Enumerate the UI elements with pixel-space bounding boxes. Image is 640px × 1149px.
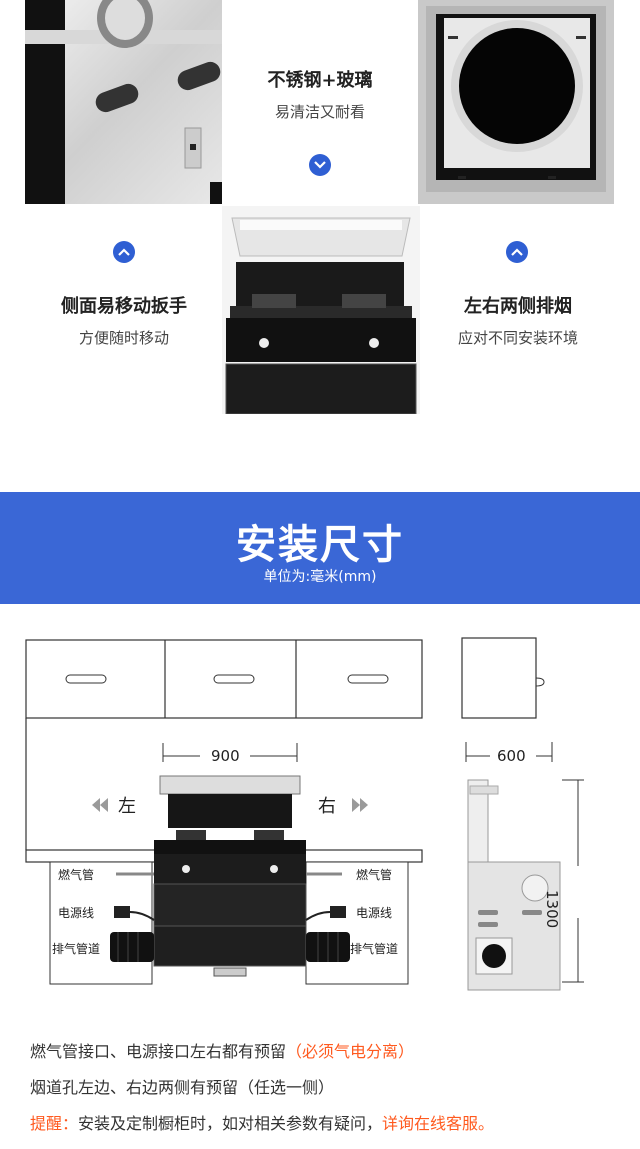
left-gas-pipe-label: 燃气管 (58, 868, 95, 882)
feature-top-subtitle: 易清洁又耐看 (274, 103, 365, 121)
note-line-3-main: 安装及定制橱柜时，如对相关参数有疑问， (78, 1114, 383, 1133)
photo-steel-glass (25, 0, 222, 204)
right-label: 右 (318, 796, 336, 817)
width-dimension-label: 900 (211, 747, 240, 765)
diagram-side-view (450, 630, 630, 1000)
photo-integrated-stove (222, 206, 420, 414)
feature-left-subtitle: 方便随时移动 (78, 329, 169, 347)
note-line-1: 燃气管接口、电源接口左右都有预留（必须气电分离） (30, 1038, 414, 1062)
right-gas-pipe-label: 燃气管 (356, 868, 393, 882)
height-dimension-label: 1300 (543, 890, 561, 929)
note-line-1-main: 燃气管接口、电源接口左右都有预留 (30, 1042, 287, 1061)
chevron-up-icon (113, 241, 135, 263)
left-power-cable-label: 电源线 (58, 906, 95, 920)
feature-right-subtitle: 应对不同安装环境 (457, 329, 578, 347)
depth-dimension-label: 600 (497, 747, 526, 765)
banner-subtitle: 单位为:毫米(mm) (263, 569, 377, 585)
left-label: 左 (118, 796, 136, 817)
note-line-1-highlight: （必须气电分离） (286, 1042, 415, 1061)
feature-left-title: 侧面易移动扳手 (61, 296, 187, 317)
banner-title: 安装尺寸 (236, 522, 404, 568)
left-exhaust-duct-label: 排气管道 (52, 942, 101, 956)
chevron-down-icon (309, 154, 331, 176)
note-line-3-prefix: 提醒： (30, 1114, 79, 1133)
chevron-up-icon (506, 241, 528, 263)
diagram-front-view (0, 630, 440, 1000)
note-line-2: 烟道孔左边、右边两侧有预留（任选一侧） (30, 1078, 335, 1097)
install-size-banner: 安装尺寸 单位为:毫米(mm) (0, 492, 640, 604)
right-exhaust-duct-label: 排气管道 (350, 942, 399, 956)
feature-right-title: 左右两侧排烟 (464, 296, 572, 317)
note-line-3: 提醒：安装及定制橱柜时，如对相关参数有疑问，详询在线客服。 (30, 1110, 494, 1134)
photo-exhaust-hole (418, 0, 614, 204)
right-power-cable-label: 电源线 (356, 906, 393, 920)
feature-top-title: 不锈钢+玻璃 (267, 70, 373, 91)
note-line-3-highlight: 详询在线客服。 (382, 1114, 495, 1133)
